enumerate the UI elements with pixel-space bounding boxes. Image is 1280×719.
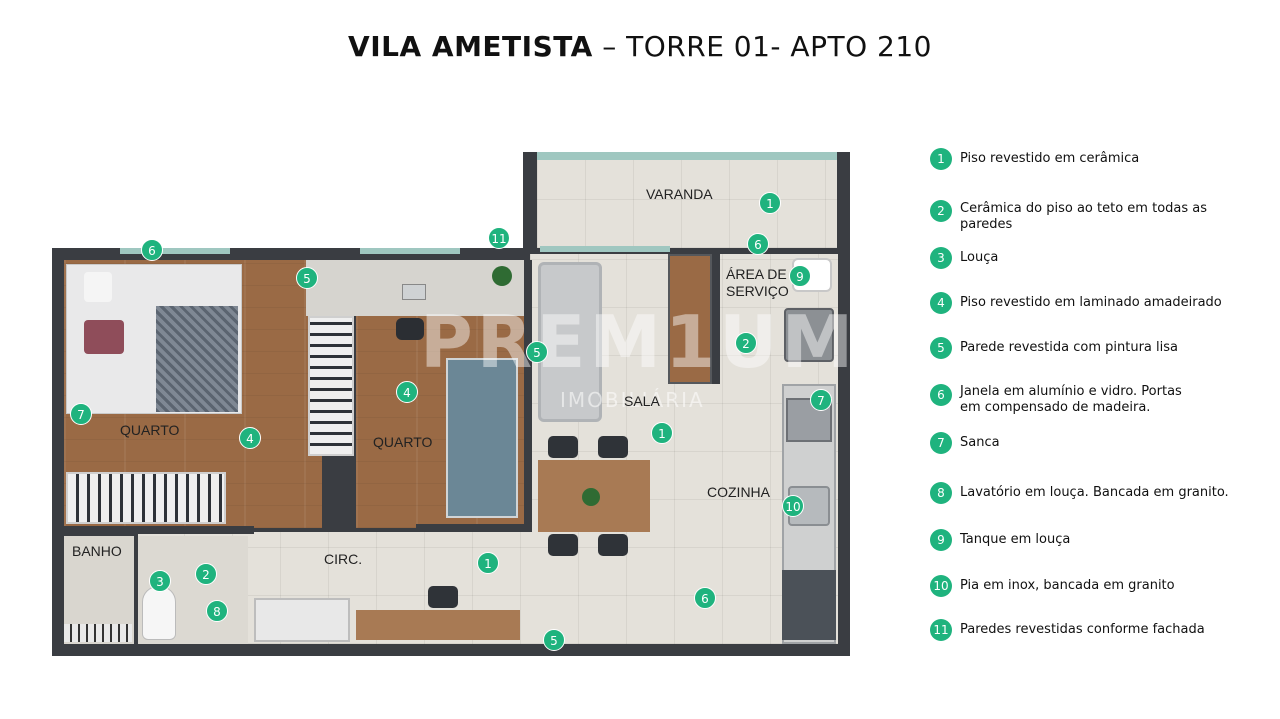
- legend-text: Louça: [960, 250, 999, 265]
- legend-marker: 6: [930, 384, 952, 406]
- desk-chair: [396, 318, 424, 340]
- marker-quarto-parede: 5: [296, 267, 318, 289]
- tv-unit: [668, 254, 712, 384]
- legend-marker: 3: [930, 247, 952, 269]
- bed-quarto-2: [446, 358, 518, 518]
- varanda-glass: [537, 152, 837, 160]
- marker-porta: 6: [694, 587, 716, 609]
- room-label-circ: CIRC.: [324, 551, 363, 567]
- marker-banho-ceramica: 2: [195, 563, 217, 585]
- circ-desk: [356, 610, 520, 640]
- window-quarto-2: [360, 248, 460, 254]
- wall-banho-right: [134, 534, 138, 644]
- legend-marker: 9: [930, 529, 952, 551]
- dining-chair-2: [598, 436, 628, 458]
- marker-varanda: 1: [759, 192, 781, 214]
- marker-quarto-piso-2: 4: [396, 381, 418, 403]
- room-label-cozinha: COZINHA: [707, 484, 770, 500]
- wall-quarto-divider: [322, 458, 332, 530]
- legend-text: Piso revestido em cerâmica: [960, 151, 1140, 166]
- shower-rack: [64, 624, 132, 642]
- toilet: [142, 586, 176, 640]
- wall-quarto2-bottom: [416, 524, 532, 532]
- room-label-sala: SALA: [624, 393, 660, 409]
- marker-lavatorio: 8: [206, 600, 228, 622]
- room-label-quarto-1: QUARTO: [120, 422, 180, 438]
- legend-text: Lavatório em louça. Bancada em granito.: [960, 485, 1229, 500]
- marker-banho-louca: 3: [149, 570, 171, 592]
- page-title: VILA AMETISTA – TORRE 01- APTO 210: [0, 30, 1280, 63]
- legend-text: Cerâmica do piso ao teto em todas as par…: [960, 201, 1208, 232]
- marker-area-servico: 9: [789, 265, 811, 287]
- marker-janela-varanda: 6: [747, 233, 769, 255]
- wall-bottom-right: [708, 644, 850, 656]
- legend-text: Janela em alumínio e vidro. Portas em co…: [960, 384, 1182, 415]
- wall-quarto2-right: [524, 260, 532, 530]
- bed-pillow-2: [84, 320, 124, 354]
- fridge: [782, 570, 836, 640]
- desk-plant: [492, 266, 512, 286]
- legend-marker: 2: [930, 200, 952, 222]
- legend-marker: 4: [930, 292, 952, 314]
- room-label-area-servico-1: ÁREA DE: [726, 266, 787, 282]
- dining-chair-3: [548, 534, 578, 556]
- legend-text: Sanca: [960, 435, 1000, 450]
- marker-quarto-sanca: 7: [70, 403, 92, 425]
- marker-cozinha-sanca: 7: [810, 389, 832, 411]
- marker-sala-parede: 5: [526, 341, 548, 363]
- room-label-banho: BANHO: [72, 543, 122, 559]
- marker-sala-piso: 1: [651, 422, 673, 444]
- marker-pia: 10: [782, 495, 804, 517]
- legend-text: Parede revestida com pintura lisa: [960, 340, 1178, 355]
- sofa: [538, 262, 602, 422]
- marker-fachada: 11: [488, 227, 510, 249]
- legend-text: Paredes revestidas conforme fachada: [960, 622, 1205, 637]
- legend-text: Pia em inox, bancada em granito: [960, 578, 1175, 593]
- closet-quarto-2: [308, 316, 354, 456]
- washer: [784, 308, 834, 362]
- legend-marker: 1: [930, 148, 952, 170]
- cooktop: [786, 398, 832, 442]
- bed-blanket: [156, 306, 238, 412]
- marker-janela-quarto: 6: [141, 239, 163, 261]
- varanda-floor: [537, 160, 837, 248]
- window-quarto-1: [120, 248, 230, 254]
- watermark-sub: IMOBILIÁRIA: [560, 388, 705, 412]
- marker-circ-piso: 1: [477, 552, 499, 574]
- bed-pillow-1: [84, 272, 112, 302]
- wall-quarto1-bottom: [64, 526, 254, 534]
- room-label-quarto-2: QUARTO: [373, 434, 433, 450]
- wall-service: [712, 254, 720, 384]
- legend-marker: 8: [930, 482, 952, 504]
- legend-marker: 11: [930, 619, 952, 641]
- room-label-area-servico-2: SERVIÇO: [726, 283, 789, 299]
- dining-chair-1: [548, 436, 578, 458]
- closet-quarto-1: [66, 472, 226, 524]
- legend-marker: 5: [930, 337, 952, 359]
- watermark: PREM1UM: [420, 300, 858, 384]
- title-unit: – TORRE 01- APTO 210: [592, 30, 932, 63]
- marker-quarto-piso-1: 4: [239, 427, 261, 449]
- circ-chair: [428, 586, 458, 608]
- legend-text: Tanque em louça: [960, 532, 1071, 547]
- legend-marker: 7: [930, 432, 952, 454]
- dining-plant: [582, 488, 600, 506]
- legend-text: Piso revestido em laminado amadeirado: [960, 295, 1222, 310]
- marker-parede-circ: 5: [543, 629, 565, 651]
- dining-chair-4: [598, 534, 628, 556]
- circ-sofa: [254, 598, 350, 642]
- window-sala: [540, 246, 670, 252]
- title-building: VILA AMETISTA: [348, 30, 593, 63]
- room-label-varanda: VARANDA: [646, 186, 713, 202]
- desk-laptop: [402, 284, 426, 300]
- legend-marker: 10: [930, 575, 952, 597]
- marker-servico-ceramica: 2: [735, 332, 757, 354]
